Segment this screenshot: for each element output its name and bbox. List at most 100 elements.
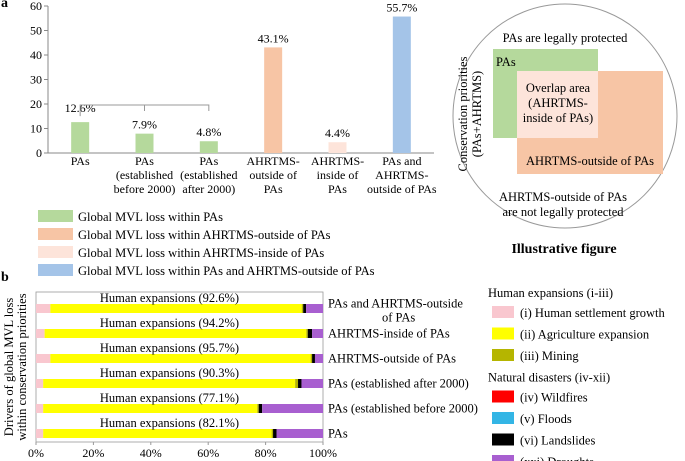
bar <box>392 16 411 153</box>
stack-segment <box>314 354 323 363</box>
legend-swatch <box>38 210 73 222</box>
x-tick-label: PAs <box>199 154 218 168</box>
x-tick-label: inside of <box>317 168 359 182</box>
data-label: 4.8% <box>196 125 221 139</box>
stack-segment <box>36 379 44 388</box>
legend-swatch <box>492 412 514 424</box>
stack-segment <box>36 354 51 363</box>
illustration-title: Illustrative figure <box>511 242 616 257</box>
overlap-area <box>517 71 598 138</box>
category-label: PAs and AHRTMS-outside <box>328 297 463 311</box>
x-tick-label: AHRTMS- <box>247 154 300 168</box>
stack-segment <box>50 304 302 313</box>
stack-segment <box>301 379 323 388</box>
stack-segment <box>295 379 299 388</box>
data-label: 7.9% <box>132 118 157 132</box>
legend-label: (v) Floods <box>520 412 572 426</box>
legend-swatch <box>38 246 73 258</box>
legend-group-title: Natural disasters (iv-xii) <box>488 371 610 385</box>
overlap-label: Overlap area <box>526 81 591 95</box>
legend-swatch <box>492 327 514 340</box>
y-axis-title: Drivers of global MVL loss <box>2 298 16 437</box>
top-text: PAs are legally protected <box>503 31 629 45</box>
x-tick-label: before 2000) <box>114 182 176 196</box>
legend-swatch <box>492 306 514 318</box>
x-tick-label: 0% <box>28 446 44 460</box>
legend-swatch <box>492 349 514 361</box>
pas-label: PAs <box>496 55 516 69</box>
legend-label: Global MVL loss within PAs and AHRTMS-ou… <box>78 264 375 278</box>
x-tick-label: AHRTMS- <box>375 168 428 182</box>
legend-group-title: Human expansions (i-iii) <box>488 286 613 300</box>
legend-label: (vi) Landslides <box>520 434 595 448</box>
stack-segment <box>312 354 315 363</box>
y-tick-label: 50 <box>30 24 42 38</box>
stack-segment <box>44 329 307 338</box>
stack-segment <box>306 304 323 313</box>
bar <box>135 133 154 153</box>
bar <box>264 47 283 153</box>
x-tick-label: 40% <box>140 446 162 460</box>
data-label: 55.7% <box>386 1 417 15</box>
legend-swatch <box>38 264 73 276</box>
x-tick-label: 80% <box>255 446 277 460</box>
stack-segment <box>273 429 277 438</box>
legend-label: Global MVL loss within AHRTMS-outside of… <box>78 228 331 242</box>
y-tick-label: 30 <box>30 73 42 87</box>
stack-segment <box>36 429 44 438</box>
panel-b-label: b <box>1 270 9 285</box>
plot-frame <box>35 291 324 443</box>
legend-label: (ii) Agriculture expansion <box>520 328 650 342</box>
stack-segment <box>276 429 323 438</box>
y-tick-label: 0 <box>36 146 42 160</box>
x-tick-label: after 2000) <box>182 182 235 196</box>
stack-segment <box>36 404 44 413</box>
stack-segment <box>307 329 313 338</box>
bottom-text: AHRTMS-outside of PAs <box>499 190 627 204</box>
x-tick-label: outside of PAs <box>367 182 437 196</box>
legend-label: (iv) Wildfires <box>520 391 588 405</box>
stack-segment <box>257 404 259 413</box>
stack-segment <box>301 304 304 313</box>
stack-segment <box>306 329 308 338</box>
bar <box>71 122 90 153</box>
stack-segment <box>303 304 307 313</box>
outside-label: AHRTMS-outside of PAs <box>526 154 654 168</box>
x-tick-label: 60% <box>197 446 219 460</box>
bar <box>199 141 218 153</box>
category-label: AHRTMS-inside of PAs <box>328 327 450 341</box>
legend-label: Global MVL loss within PAs <box>78 210 223 224</box>
side-label: (PAs+AHRTMS) <box>470 71 484 157</box>
bar-annotation: Human expansions (95.7%) <box>100 341 239 355</box>
x-tick-label: outside of <box>249 168 297 182</box>
panel-a-label: a <box>1 0 8 11</box>
bar-annotation: Human expansions (92.6%) <box>100 291 239 305</box>
legend-swatch <box>492 433 514 446</box>
overlap-label: inside of PAs) <box>523 111 593 125</box>
x-tick-label: PAs and <box>382 154 421 168</box>
y-axis-title: within conservation priorities <box>15 293 29 440</box>
x-tick-label: 20% <box>82 446 104 460</box>
legend-label: (i) Human settlement growth <box>520 306 666 320</box>
stack-segment <box>310 354 313 363</box>
legend-label: (iii) Mining <box>520 349 579 363</box>
y-tick-label: 40 <box>30 48 42 62</box>
stack-segment <box>36 329 45 338</box>
stack-segment <box>43 429 272 438</box>
overlap-label: (AHRTMS- <box>528 96 588 110</box>
stack-segment <box>43 379 296 388</box>
x-tick-label: PAs <box>264 182 283 196</box>
stack-segment <box>271 429 274 438</box>
stack-segment <box>43 404 258 413</box>
bar-annotation: Human expansions (94.2%) <box>100 316 239 330</box>
stack-segment <box>258 404 263 413</box>
stack-segment <box>50 354 311 363</box>
data-label: 43.1% <box>258 31 289 45</box>
x-tick-label: PAs <box>328 182 347 196</box>
legend-label: Global MVL loss within AHRTMS-inside of … <box>78 246 324 260</box>
x-tick-label: PAs <box>135 154 154 168</box>
legend-swatch <box>38 228 73 240</box>
